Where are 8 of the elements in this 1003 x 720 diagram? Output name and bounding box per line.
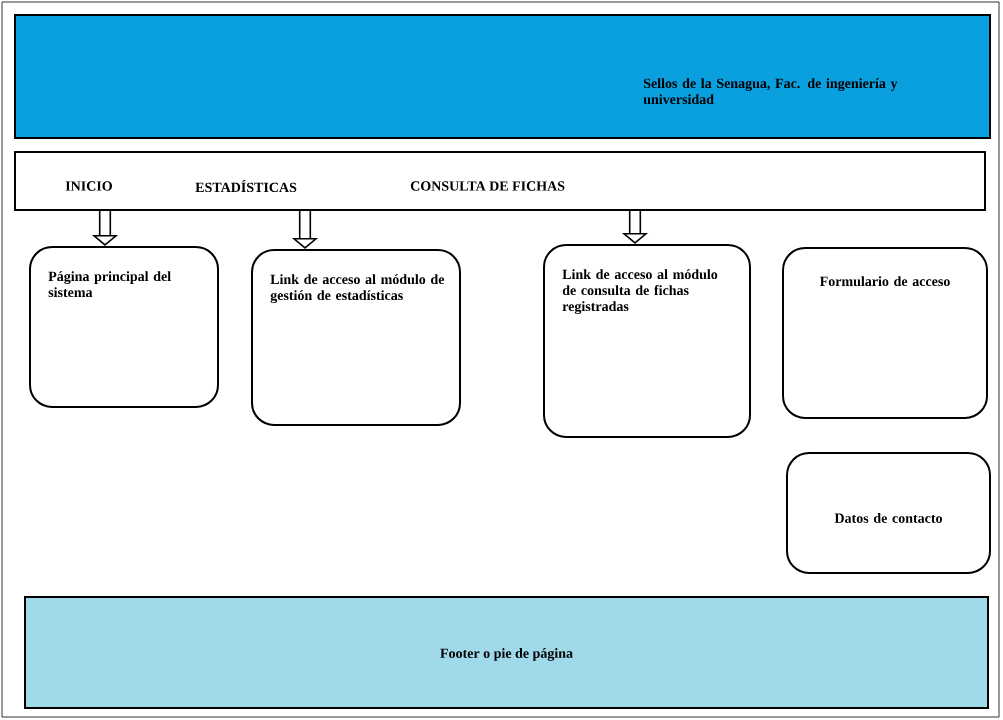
content-box: Página principal del sistema — [29, 246, 219, 408]
content-box: Datos de contacto — [786, 452, 991, 574]
footer-band: Footer o pie de página — [24, 596, 989, 709]
content-box: Link de acceso al módulo de consulta de fichas registradas — [543, 244, 751, 438]
menu-bar: INICIO ESTADÍSTICAS CONSULTA DE FICHAS — [14, 151, 986, 211]
header-band: Sellos de la Senagua, Fac. de ingeniería y universidad — [14, 14, 991, 139]
content-box: Formulario de acceso — [782, 247, 988, 419]
content-box: Link de acceso al módulo de gestión de estadísticas — [251, 249, 461, 426]
